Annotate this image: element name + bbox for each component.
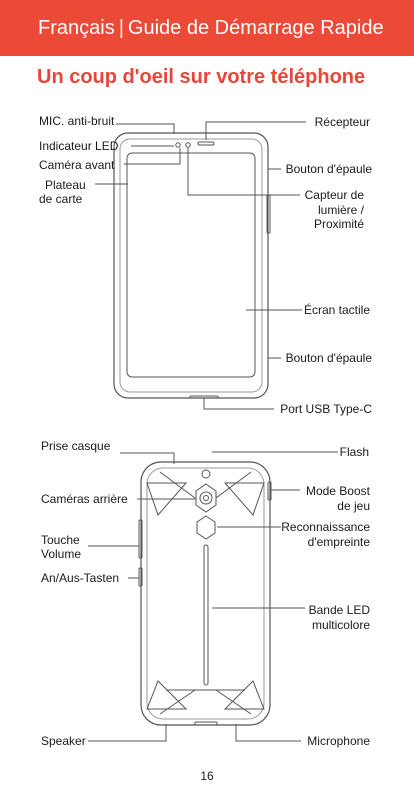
label-receiver: Récepteur [314, 115, 370, 129]
front-leader-lines [95, 121, 306, 410]
label-flash: Flash [339, 445, 369, 459]
label-shoulder-button-top: Bouton d'épaule [285, 162, 372, 176]
label-touchscreen: Écran tactile [303, 303, 370, 317]
label-shoulder-button-bottom: Bouton d'épaule [285, 351, 372, 365]
front-phone-illustration [113, 132, 271, 399]
header-separator: | [118, 16, 124, 39]
label-power-key: An/Aus-Tasten [41, 571, 120, 585]
label-speaker: Speaker [41, 734, 86, 748]
label-fingerprint-2: d'empreinte [307, 535, 370, 549]
label-headset-jack: Prise casque [41, 439, 111, 453]
label-card-tray-1: Plateau [45, 178, 86, 192]
label-mic: MIC. anti-bruit [39, 114, 115, 128]
page-title: Un coup d'oeil sur votre téléphone [37, 66, 366, 88]
label-boost-1: Mode Boost [305, 484, 370, 498]
back-phone-illustration [138, 461, 272, 726]
label-volume-1: Touche [41, 533, 80, 547]
label-led-indicator: Indicateur LED [39, 139, 119, 153]
label-fingerprint-1: Reconnaissance [281, 520, 370, 534]
label-rear-cameras: Caméras arrière [41, 492, 128, 506]
label-sensor-3: Proximité [313, 217, 364, 231]
label-card-tray-2: de carte [39, 192, 83, 206]
page-number: 16 [200, 769, 214, 783]
label-boost-2: de jeu [337, 499, 370, 513]
label-led-strip-2: multicolore [311, 618, 370, 632]
header-language: Français [38, 16, 115, 39]
header-bar: Français | Guide de Démarrage Rapide [0, 0, 414, 56]
label-sensor-2: lumière / [317, 203, 364, 217]
label-led-strip-1: Bande LED [308, 603, 370, 617]
label-sensor-1: Capteur de [304, 188, 364, 202]
label-usb-port: Port USB Type-C [280, 402, 372, 416]
label-microphone: Microphone [307, 734, 370, 748]
header-guide-title: Guide de Démarrage Rapide [127, 16, 384, 39]
label-volume-2: Volume [41, 547, 82, 561]
label-front-camera: Caméra avant [39, 158, 115, 172]
back-leader-lines [88, 451, 338, 742]
